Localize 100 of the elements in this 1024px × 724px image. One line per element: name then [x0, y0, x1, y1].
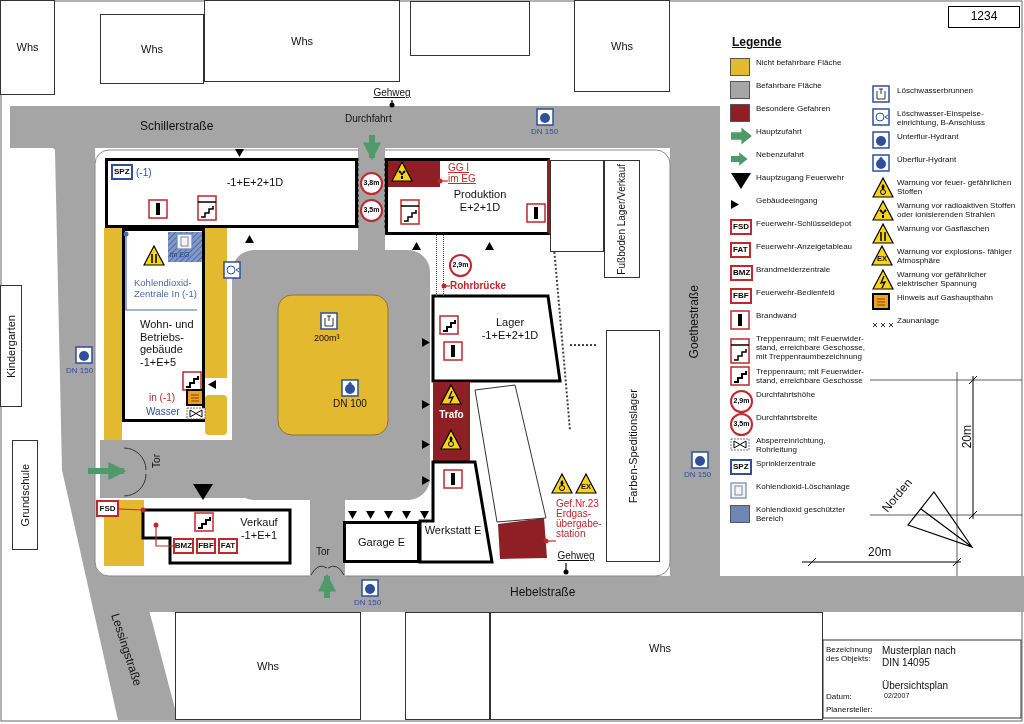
floor-label: in (-1): [149, 392, 176, 404]
hazard-area: [498, 518, 548, 560]
legend-sign: SPZ: [730, 459, 752, 475]
legend-text: Feuerwehr-Bedienfeld: [756, 288, 836, 298]
legend-text: Hauptzugang Feuerwehr: [756, 173, 846, 183]
building-label: Whs: [648, 642, 672, 655]
legend-text: Unterflur-Hydrant: [897, 132, 960, 142]
dimension-label: 20m: [868, 546, 892, 560]
pipe-size-label: DN 150: [354, 598, 382, 608]
building-label: -1+E+2+1D: [225, 176, 285, 189]
building: [343, 521, 420, 563]
sign-label: FSD: [99, 503, 116, 514]
building-label: Whs: [141, 42, 163, 56]
legend-text: Sprinklerzentrale: [756, 459, 818, 469]
legend-text: Nebenzufahrt: [756, 150, 806, 160]
legend-text: Warnung vor radioaktiven Stoffen oder ionisierenden Strahlen: [897, 201, 1017, 220]
hazard-label: Trafo: [438, 409, 465, 421]
building-label: Farben-Speditionslager: [626, 388, 640, 504]
leader-line: [389, 99, 395, 108]
building: [12, 440, 38, 550]
floor-label: (-1): [136, 167, 152, 179]
street-name: Schillerstraße: [140, 120, 214, 134]
building: [385, 158, 550, 235]
sign-label: BMZ: [174, 541, 193, 551]
building: [204, 0, 400, 82]
field-label: Datum:: [826, 692, 852, 702]
pipe-bridge: [436, 235, 444, 296]
legend-text: Kohlendioxid geschützter Bereich: [756, 505, 847, 524]
legend-sign: FSD: [730, 219, 752, 235]
dimension-label: 20m: [961, 425, 975, 449]
building-label: Werkstatt E: [423, 524, 483, 537]
access-arrow: [318, 573, 336, 598]
building-label: Fußboden Lager/Verkauf: [616, 163, 628, 275]
gate-label: Tor: [316, 546, 330, 558]
legend-text: Feuerwehr-Anzeigetableau: [756, 242, 854, 252]
building-label: Whs: [257, 659, 279, 673]
legend-sign: FBF: [730, 288, 752, 304]
building-label: Grundschule: [18, 463, 32, 527]
legend-text: Absperreinrichtung, Rohrleitung: [756, 436, 827, 455]
access-arrow: [363, 135, 381, 161]
legend-text: Warnung vor feuer- gefährlichen Stoffen: [897, 178, 1013, 197]
legend-text: Warnung vor explosions- fähiger Atmosphäre: [897, 247, 1013, 266]
building-label: Kindergarten: [4, 314, 18, 378]
passage-label: Durchfahrt: [345, 113, 392, 125]
pipe-size-label: DN 100: [333, 398, 367, 410]
callout-text: Kohlendioxid- Zentrale In (-1): [134, 278, 198, 300]
legend-sign: BMZ: [730, 265, 754, 281]
legend-text: Löschwasserbrunnen: [897, 86, 975, 96]
plan-type: Übersichtsplan: [882, 680, 949, 692]
legend-text: Brandmelderzentrale: [756, 265, 832, 275]
building-label: Whs: [611, 39, 633, 53]
leader-line: [153, 522, 174, 547]
building-label: Whs: [291, 34, 313, 48]
legend-text: Hauptzufahrt: [756, 127, 803, 137]
callout-text: Gehweg: [373, 87, 411, 99]
sign-label: SPZ: [111, 164, 133, 180]
field-label: Planersteller:: [826, 705, 873, 715]
legend-text: Nicht befahrbare Fläche: [756, 58, 843, 68]
building-label: Garage E: [357, 535, 406, 549]
building-label: Verkauf -1+E+1: [239, 516, 279, 542]
legend-text: Löschwasser-Einspeise- einrichtung, B-Anschluss: [897, 109, 987, 128]
building: [574, 0, 670, 92]
callout-text: GG I im EG: [448, 161, 477, 185]
legend-text: Besondere Gefahren: [756, 104, 832, 114]
volume-label: 200m³: [314, 333, 340, 344]
legend-text: Durchfahrtshöhe: [756, 390, 817, 400]
building: [100, 14, 204, 84]
building: [604, 160, 640, 278]
building: [410, 1, 530, 56]
callout-text: Gef.Nr.23: [556, 499, 599, 509]
field-label: Bezeichnung des Objekts:: [826, 645, 874, 664]
legend-text: Warnung vor Gasflaschen: [897, 224, 991, 234]
valve-label: Wasser: [146, 406, 180, 418]
legend-text: Zaunanlage: [897, 316, 941, 326]
building: [606, 330, 660, 562]
plan-title: Musterplan nach DIN 14095: [882, 645, 957, 668]
callout-text: Erdgas- übergabe- station: [556, 509, 603, 539]
callout-text: Rohrbrücke: [449, 280, 507, 292]
leader-line: [123, 231, 198, 311]
plan-number: 1234: [948, 6, 1020, 28]
legend-text: Befahrbare Fläche: [756, 81, 823, 91]
legend-text: Brandwand: [756, 311, 798, 321]
legend-text: Gebäudeeingang: [756, 196, 819, 206]
legend-text: Kohlendioxid-Löschanlage: [756, 482, 851, 492]
legend-text: Durchfahrtsbreite: [756, 413, 819, 423]
building: [0, 285, 22, 407]
street-name: Goethestraße: [688, 285, 702, 359]
gate-label: Tor: [151, 454, 163, 468]
leader-line: [441, 283, 451, 289]
building-label: Produktion E+2+1D: [452, 188, 508, 214]
callout-text: Gehweg: [557, 550, 595, 562]
leader-line: [118, 507, 146, 513]
gate: [310, 562, 345, 576]
legend-text: Treppenraum; mit Feuerwider- stand, erreichbare Geschosse, mit Treppenraumbezeichnung: [756, 334, 866, 362]
street-name: Hebelstraße: [510, 586, 576, 600]
building-label: Wohn- und Betriebs- gebäude -1+E+5: [140, 318, 195, 369]
building: [475, 385, 546, 522]
sign-label: FAT: [220, 541, 236, 551]
pipe-size-label: DN 150: [531, 127, 559, 137]
legend-title: Legende: [732, 36, 782, 50]
